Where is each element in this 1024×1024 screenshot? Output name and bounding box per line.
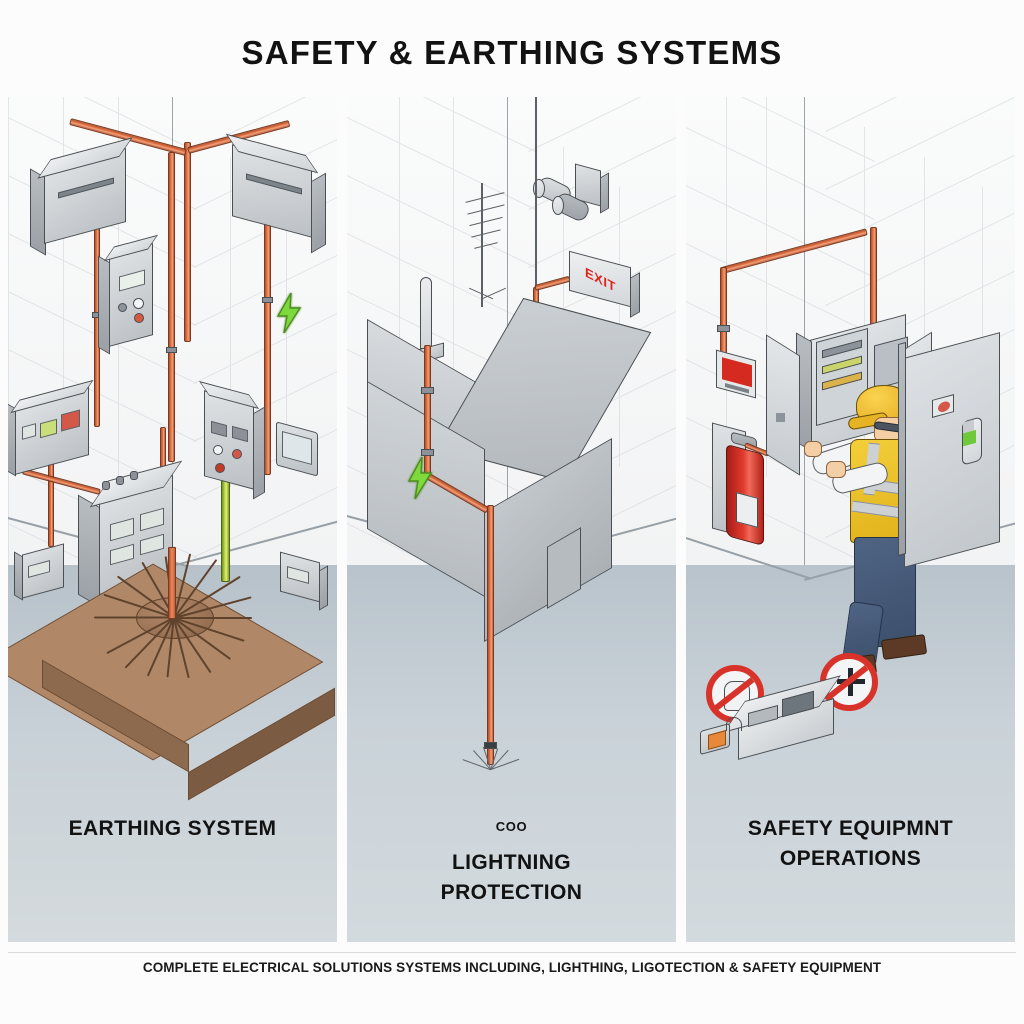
door-indicator-plate[interactable] — [962, 416, 982, 466]
panel-label-safety-2: OPERATIONS — [779, 847, 922, 870]
page-title: SAFETY & EARTHING SYSTEMS — [241, 34, 783, 71]
cabinet-lock[interactable] — [776, 413, 785, 422]
exit-sign-text: EXIT — [584, 263, 616, 295]
panel-row: EARTHING SYSTEM — [8, 97, 1016, 942]
conduit-vertical-main — [168, 152, 175, 462]
support-mast — [535, 97, 537, 297]
panel-earthing[interactable]: EARTHING SYSTEM — [8, 97, 337, 942]
access-door[interactable] — [904, 332, 1000, 568]
right-hand — [826, 461, 846, 478]
floor-surface — [347, 565, 676, 942]
caption-divider — [8, 952, 1016, 953]
poster-caption: COMPLETE ELECTRICAL SOLUTIONS SYSTEMS IN… — [142, 960, 882, 975]
door-frame-edge — [898, 341, 906, 557]
extinguisher-label — [736, 492, 758, 528]
conduit-vertical-secondary — [184, 142, 191, 342]
room-corner-edge — [804, 97, 805, 567]
panel-label-safety-1: SAFETY EQUIPMNT — [747, 817, 954, 840]
left-hand — [804, 441, 822, 457]
down-conductor-lower — [487, 505, 494, 765]
conductor-clamp-upper — [421, 387, 434, 394]
panel-lightning[interactable]: EXIT — [347, 97, 676, 942]
panel-label-lightning-2: PROTECTION — [440, 881, 583, 904]
lightning-bolt-icon — [407, 457, 433, 499]
panel-label-earthing: EARTHING SYSTEM — [68, 817, 277, 840]
conductor-clamp-lower — [421, 449, 434, 456]
panel-sublabel-lightning: COO — [495, 819, 528, 834]
panel-label-lightning-1: LIGHTNING — [451, 851, 572, 874]
panel-safety[interactable]: SAFETY EQUIPMNT OPERATIONS — [686, 97, 1015, 942]
lightning-bolt-icon — [276, 293, 302, 333]
conductor-clamp-ground — [484, 742, 497, 749]
cabinet-door-open[interactable] — [766, 334, 800, 476]
padlock-shackle — [726, 717, 742, 731]
copper-earth-rod — [168, 547, 176, 619]
lamp-conduit-right-drop — [870, 227, 877, 333]
